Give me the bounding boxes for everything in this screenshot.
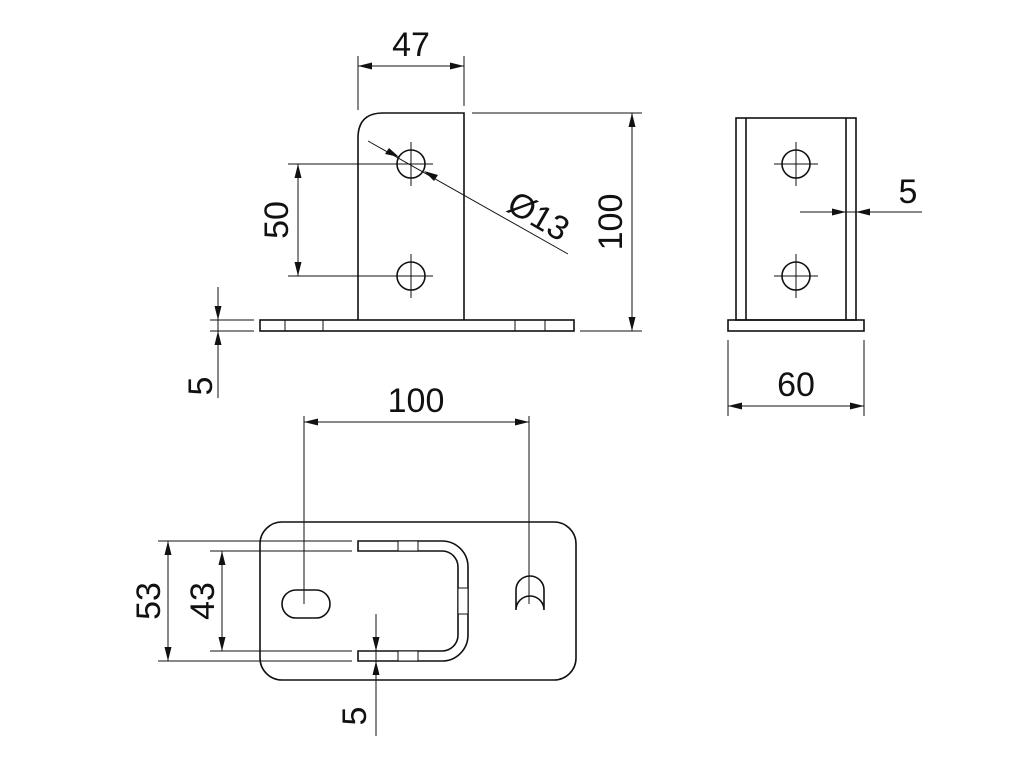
side-base-plate [727, 319, 865, 332]
u-profile-gaps [397, 540, 469, 662]
left-slot [281, 589, 331, 619]
dimension-width-47: 47 [357, 26, 465, 110]
dimension-top-wall-thickness-5: 5 [336, 614, 380, 736]
base-plate-hidden-details [284, 320, 546, 331]
dimension-wall-thickness-5: 5 [800, 173, 922, 216]
top-base-plate [259, 521, 577, 681]
base-thickness-label: 5 [182, 377, 220, 396]
slot-spacing-label: 100 [388, 382, 445, 420]
upper-hole [389, 142, 433, 186]
side-upright-outline [735, 117, 857, 321]
dimension-outer-width-53: 53 [130, 540, 352, 662]
dimension-width-60: 60 [727, 340, 865, 416]
top-wall-thickness-label: 5 [336, 707, 374, 726]
base-plate [259, 319, 575, 332]
dimension-hole-spacing-50: 50 [258, 163, 396, 277]
side-view: 5 60 [727, 117, 922, 416]
inner-width-label: 43 [184, 582, 222, 620]
right-slot [515, 575, 545, 611]
lower-hole [389, 254, 433, 298]
hole-diameter-label: Ø13 [501, 184, 576, 249]
dimension-base-thickness-5: 5 [182, 287, 254, 398]
side-wall-thickness-label: 5 [899, 173, 918, 211]
height-label: 100 [592, 194, 630, 251]
dimension-height-100: 100 [472, 112, 642, 332]
side-upper-hole [774, 142, 818, 186]
front-view: 47 50 Ø13 100 [182, 26, 642, 398]
dimension-inner-width-43: 43 [184, 550, 352, 652]
side-width-label: 60 [777, 366, 815, 404]
top-view: 100 53 43 5 [130, 382, 577, 736]
upright-plate-outline [357, 112, 465, 320]
outer-width-label: 53 [130, 582, 168, 620]
dimension-slot-spacing-100: 100 [303, 382, 530, 604]
hole-spacing-label: 50 [258, 201, 296, 239]
side-lower-hole [774, 254, 818, 298]
front-width-label: 47 [392, 26, 430, 64]
u-profile-section [357, 540, 469, 662]
